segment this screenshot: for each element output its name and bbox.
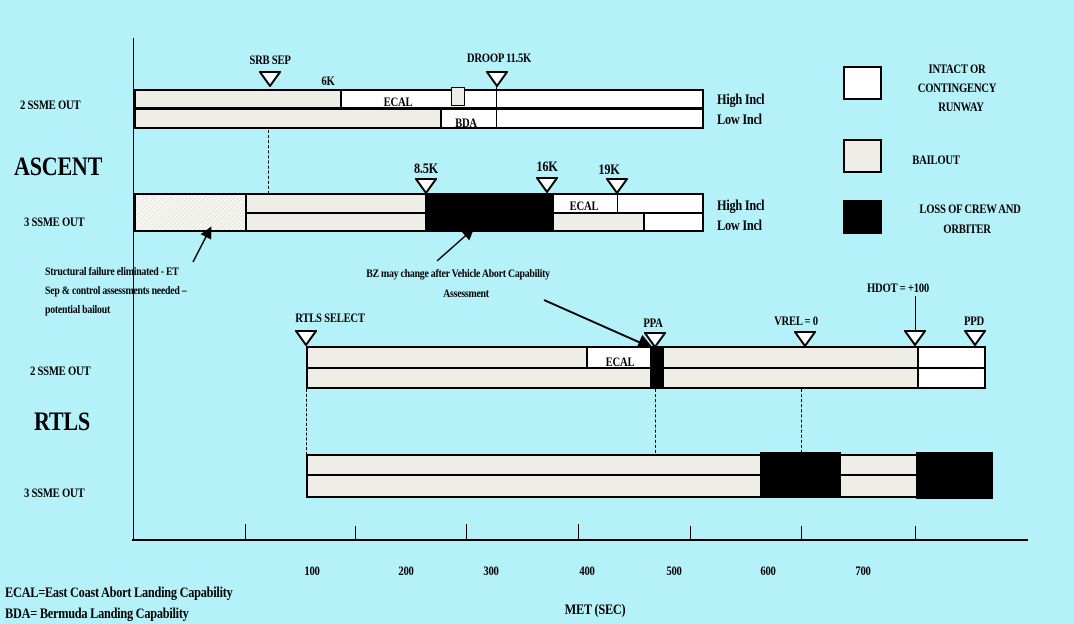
- structural-note-line: potential bailout: [45, 302, 110, 316]
- bz-note-line: Assessment: [443, 286, 489, 300]
- legend-loss-label: LOSS OF CREW AND: [919, 201, 1021, 216]
- intact-region: [440, 108, 704, 129]
- x-tick: [915, 526, 916, 539]
- arrow-icon: [543, 299, 654, 350]
- hdot-triangle-icon: [904, 330, 926, 346]
- tick-label: 600: [760, 563, 776, 578]
- hdot-line: [915, 296, 916, 346]
- loss-of-crew-region: [760, 452, 841, 498]
- droop-line: [496, 86, 497, 128]
- bda-label: BDA: [455, 115, 477, 130]
- ecal-label: ECAL: [569, 198, 599, 213]
- 8.5k-label: 8.5K: [414, 161, 438, 177]
- rtls-select-triangle-icon: [295, 330, 317, 346]
- vrel-label: VREL = 0: [774, 313, 818, 328]
- intact-region: [643, 212, 704, 232]
- bailout-region: [839, 454, 918, 476]
- srb-sep-triangle-icon: [259, 71, 281, 87]
- 19k-label: 19K: [598, 162, 620, 178]
- 19k-triangle-icon: [606, 178, 628, 194]
- loss-of-crew-region: [425, 193, 554, 232]
- tick-label: 700: [855, 563, 871, 578]
- rtls-3ssme-label: 3 SSME OUT: [24, 485, 85, 500]
- legend-bailout-label: BAILOUT: [912, 152, 960, 167]
- arrow-icon: [436, 228, 475, 262]
- ppa-triangle-icon: [644, 332, 666, 348]
- structural-note-line: Structural failure eliminated - ET: [45, 264, 179, 278]
- bz-note-line: BZ may change after Vehicle Abort Capabi…: [366, 266, 550, 280]
- footnote-bda: BDA= Bermuda Landing Capability: [5, 606, 189, 622]
- ppa-label: PPA: [643, 315, 663, 330]
- hdot-label: HDOT = +100: [867, 280, 929, 295]
- tick-label: 300: [483, 563, 499, 578]
- srb-sep-dashed-line: [268, 130, 269, 194]
- tick-label: 400: [579, 563, 595, 578]
- x-tick: [245, 524, 246, 539]
- bailout-region: [306, 454, 762, 476]
- footnote-ecal: ECAL=East Coast Abort Landing Capability: [5, 585, 233, 601]
- legend-intact-label: RUNWAY: [938, 99, 984, 114]
- 6k-label: 6K: [321, 73, 335, 88]
- 8.5k-triangle-icon: [415, 178, 437, 194]
- 16k-label: 16K: [536, 159, 558, 175]
- 16k-triangle-icon: [536, 177, 558, 193]
- legend-loss-label: ORBITER: [943, 221, 991, 236]
- vrel-triangle-icon: [794, 331, 816, 347]
- bailout-region: [662, 367, 919, 389]
- ascent-2ssme-label: 2 SSME OUT: [20, 97, 81, 112]
- ppa-dashed-line: [655, 389, 656, 453]
- droop-triangle-icon: [486, 71, 508, 87]
- 19k-line: [617, 190, 618, 213]
- ascent-3ssme-label: 3 SSME OUT: [24, 214, 85, 229]
- ecal-label: ECAL: [605, 354, 635, 369]
- bailout-region: [451, 87, 465, 106]
- rtls-select-label: RTLS SELECT: [295, 310, 365, 325]
- rtls-2ssme-label: 2 SSME OUT: [30, 363, 91, 378]
- high-incl-label: High Incl: [717, 198, 765, 214]
- srb-sep-label: SRB SEP: [249, 52, 291, 67]
- rtls-title: RTLS: [34, 407, 90, 436]
- x-axis: [132, 539, 1028, 541]
- legend-bailout-swatch: [843, 139, 882, 173]
- bailout-region: [839, 474, 918, 498]
- tick-label: 200: [398, 563, 414, 578]
- high-incl-label: High Incl: [717, 92, 765, 108]
- ascent-title: ASCENT: [14, 152, 103, 181]
- ppd-triangle-icon: [964, 330, 986, 346]
- loss-of-crew-region: [650, 346, 664, 389]
- rtls-select-dashed-line: [306, 389, 307, 455]
- x-tick: [690, 526, 691, 539]
- tick-label: 100: [304, 563, 320, 578]
- x-tick: [578, 524, 579, 539]
- x-tick: [355, 526, 356, 539]
- bailout-region: [306, 346, 588, 369]
- intact-region: [917, 346, 986, 369]
- ecal-label: ECAL: [383, 94, 413, 109]
- x-tick: [801, 526, 802, 539]
- legend-intact-label: CONTINGENCY: [917, 80, 997, 95]
- loss-of-crew-region: [916, 452, 993, 499]
- x-axis-label: MET (SEC): [564, 602, 626, 618]
- ppd-label: PPD: [964, 313, 984, 328]
- bailout-region: [306, 367, 652, 389]
- low-incl-label: Low Incl: [717, 218, 762, 234]
- legend-loss-swatch: [843, 200, 882, 234]
- bailout-region: [662, 346, 919, 369]
- vrel-dashed-line: [801, 389, 802, 453]
- droop-label: DROOP 11.5K: [466, 50, 532, 65]
- y-axis: [133, 38, 134, 541]
- legend-intact-swatch: [843, 66, 882, 100]
- low-incl-label: Low Incl: [717, 112, 762, 128]
- structural-note-line: Sep & control assessments needed –: [45, 283, 187, 297]
- intact-region: [917, 367, 986, 389]
- bailout-region: [306, 474, 762, 498]
- legend-intact-label: INTACT OR: [928, 61, 986, 76]
- x-tick: [466, 524, 467, 539]
- arrow-icon: [192, 226, 212, 263]
- tick-label: 500: [666, 563, 682, 578]
